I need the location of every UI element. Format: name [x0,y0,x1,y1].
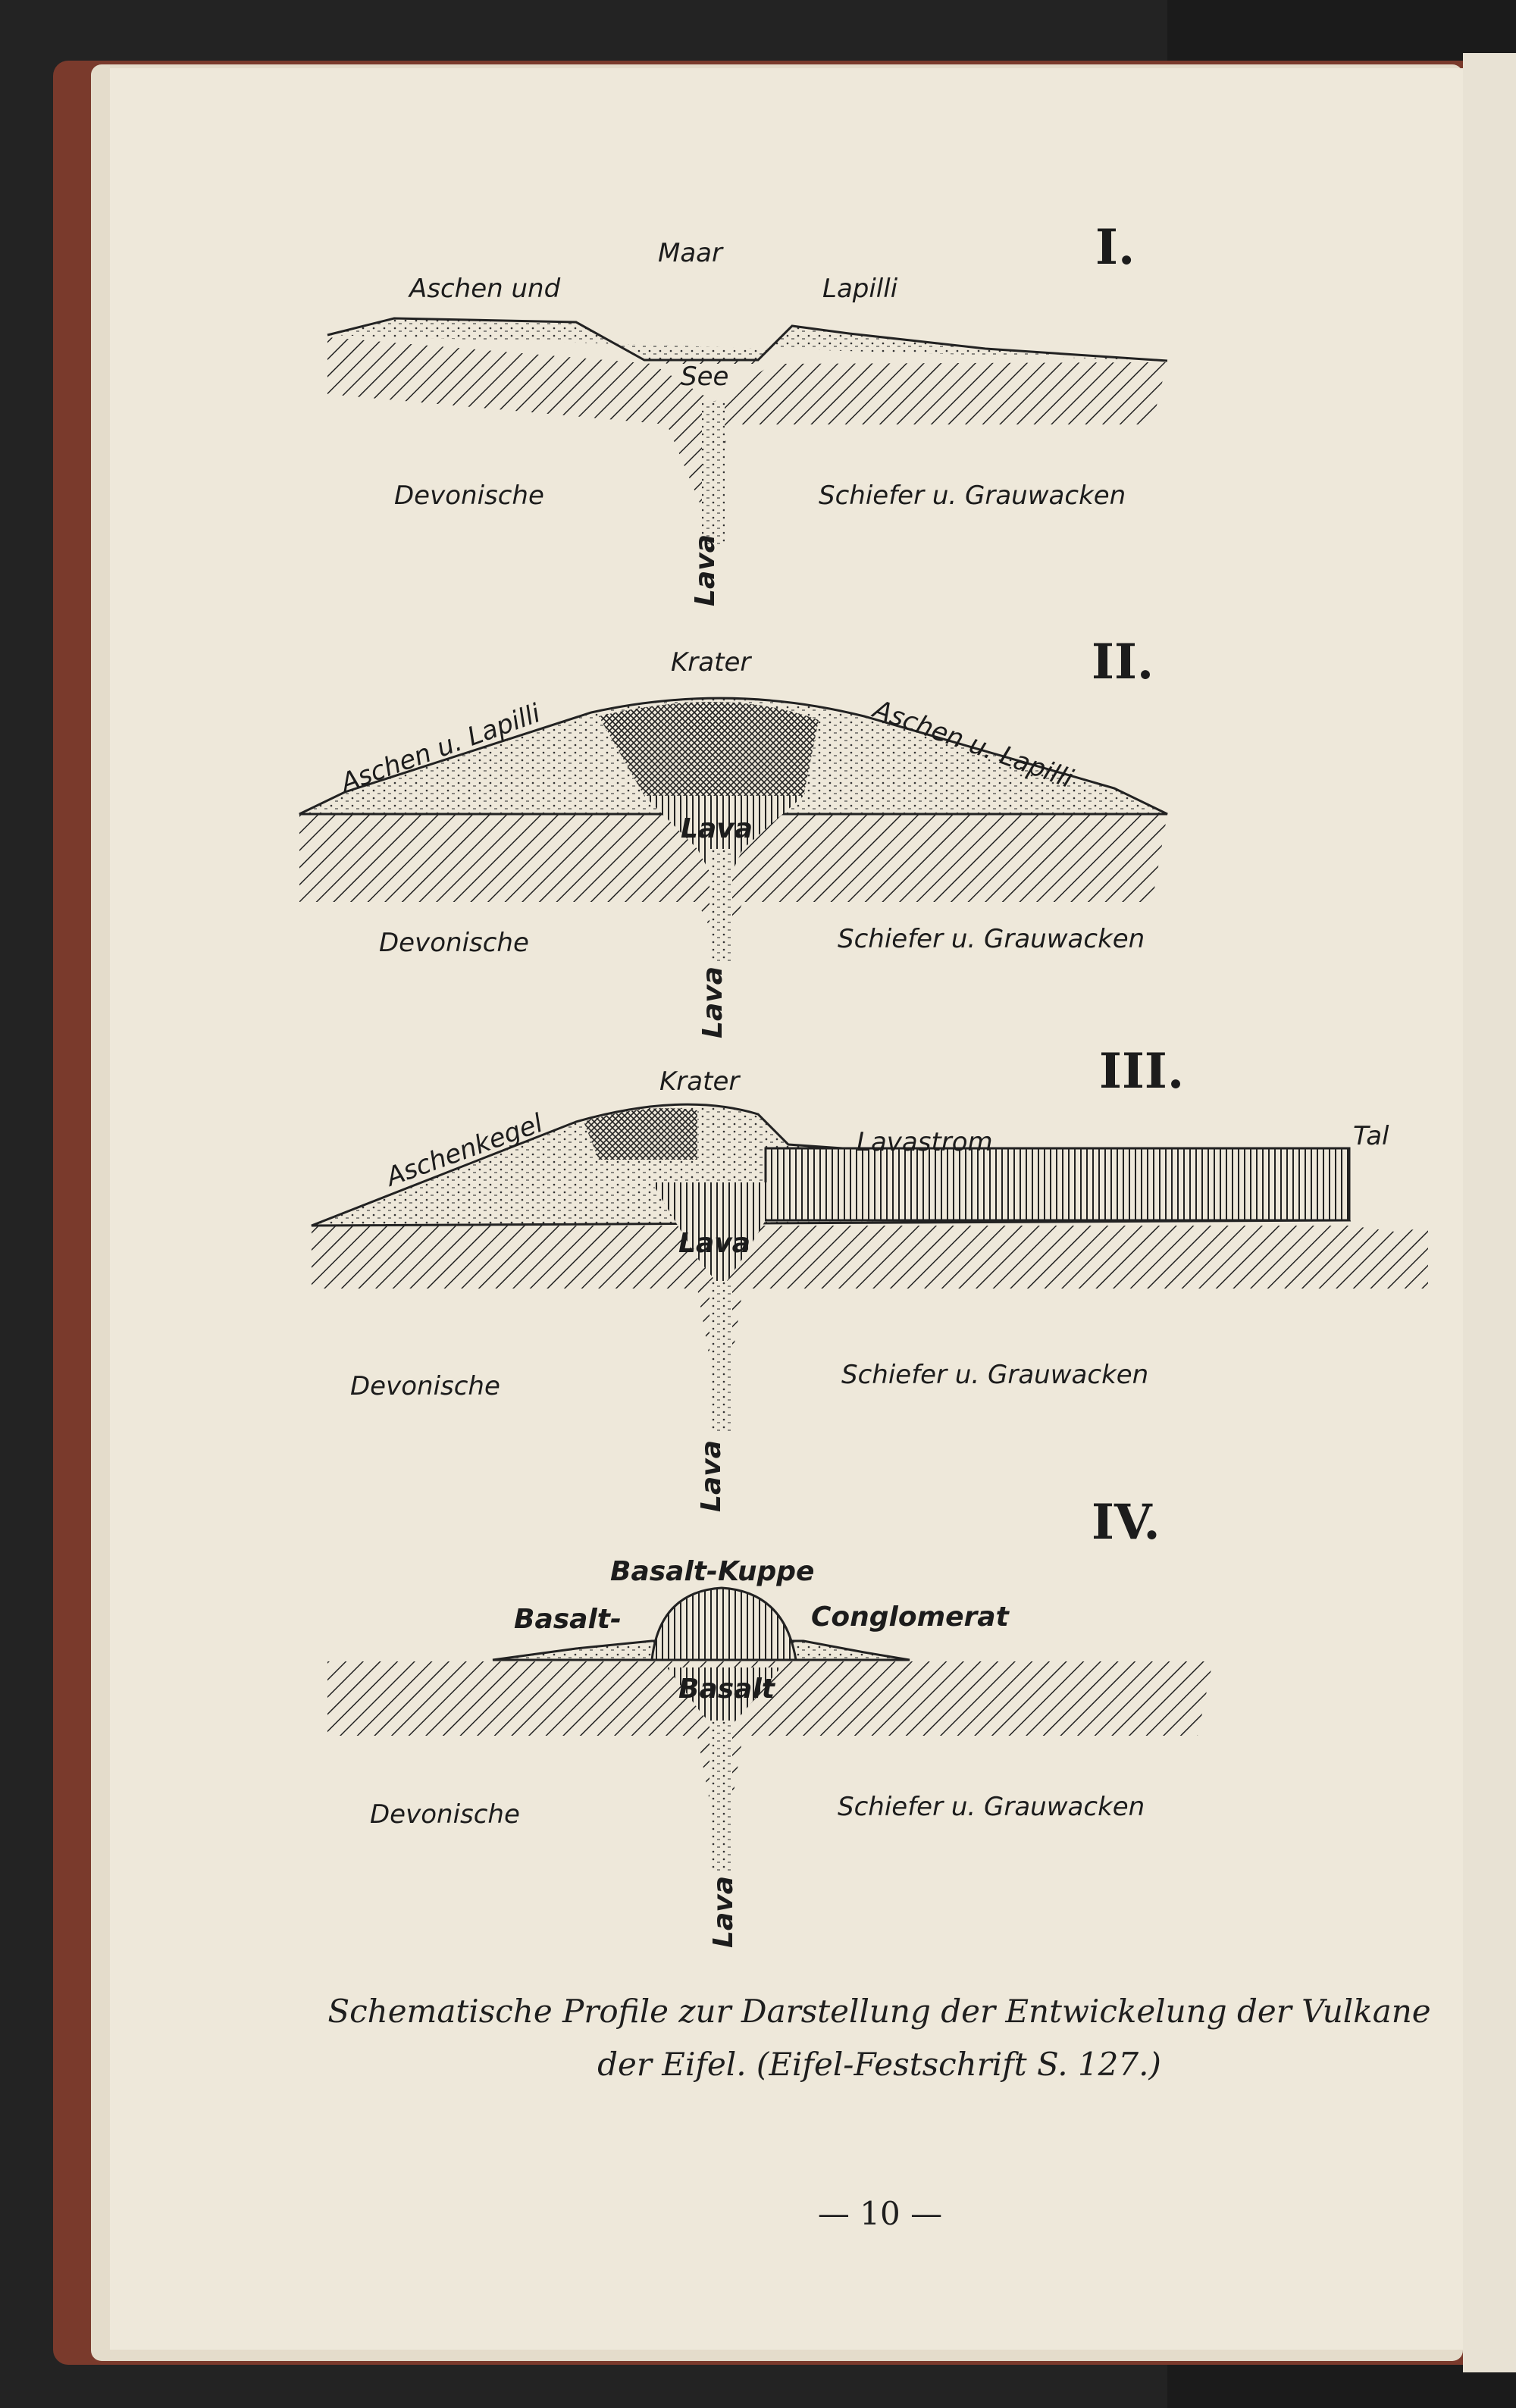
label-lapilli: Lapilli [822,274,898,304]
label-schiefer: Schiefer u. Grauwacken [838,1792,1145,1822]
facing-page-edge [1463,53,1516,2372]
label-devonische: Devonische [370,1799,520,1830]
label-basalt-core: Basalt [678,1674,776,1705]
diagram-profile-1: I. Maar Aschen und Lapilli See Devonisch… [327,219,1168,606]
label-lava-core: Lava [678,1228,750,1259]
label-basalt-left: Basalt- [514,1604,622,1635]
label-krater: Krater [659,1066,741,1097]
diagram-profile-4: IV. Basalt-Kuppe Basalt- Conglomerat Bas… [327,1494,1213,1948]
label-devonische: Devonische [350,1371,500,1401]
roman-numeral: II. [1092,634,1154,690]
page-number: — 10 — [818,2195,942,2232]
label-basalt-kuppe: Basalt-Kuppe [610,1556,814,1587]
label-aschen: Aschen und [408,274,561,304]
label-devonische: Devonische [394,481,544,511]
roman-numeral: IV. [1092,1494,1160,1551]
roman-numeral: III. [1099,1043,1184,1100]
label-krater: Krater [671,647,752,678]
label-tal: Tal [1353,1121,1389,1151]
label-schiefer: Schiefer u. Grauwacken [841,1360,1148,1390]
diagram-profile-3: III. Krater Aschenkegel Lavastrom Tal La… [311,1043,1428,1512]
roman-numeral: I. [1095,219,1135,276]
label-devonische: Devonische [379,928,529,958]
label-see: See [681,362,728,392]
caption-line-1: Schematische Profile zur Darstellung der… [327,1993,1430,2030]
label-schiefer: Schiefer u. Grauwacken [838,924,1145,954]
label-lavastrom: Lavastrom [857,1127,993,1157]
caption-line-2: der Eifel. (Eifel-Festschrift S. 127.) [597,2046,1161,2083]
label-lava: Lava [697,966,728,1038]
label-conglomerat: Conglomerat [811,1602,1010,1633]
label-maar: Maar [658,238,724,268]
label-lava: Lava [690,534,721,606]
label-schiefer: Schiefer u. Grauwacken [819,481,1126,511]
label-lava: Lava [696,1440,727,1512]
label-lava-core: Lava [681,813,753,844]
label-lava: Lava [708,1876,739,1948]
